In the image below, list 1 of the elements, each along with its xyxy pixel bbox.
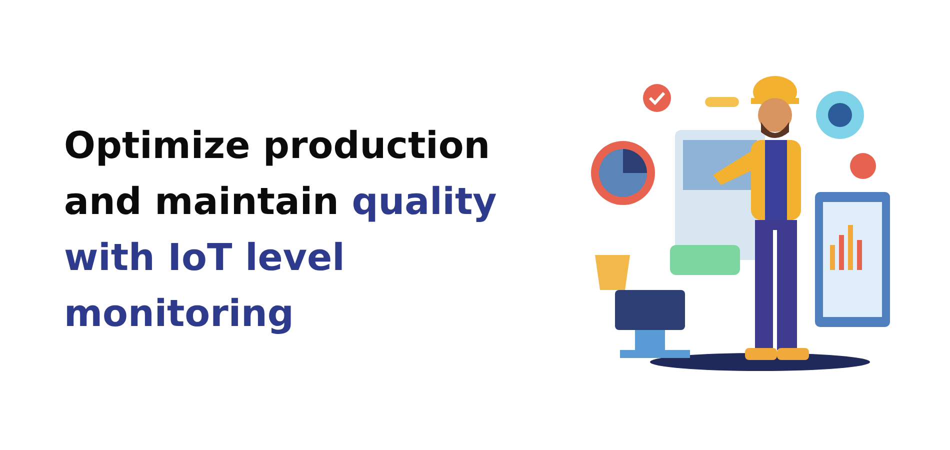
headline: Optimize production and maintain quality with IoT level monitoring [64, 123, 498, 337]
